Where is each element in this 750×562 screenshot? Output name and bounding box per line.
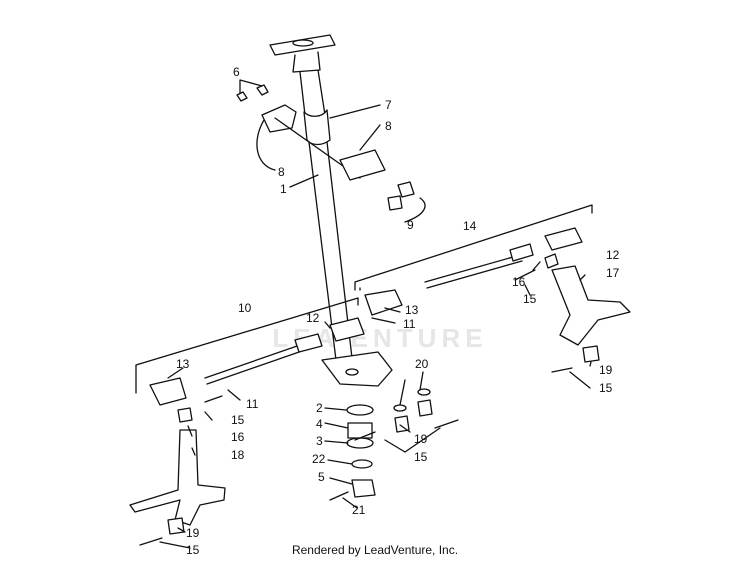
callout-16-right: 16 (512, 275, 526, 289)
callout-21: 21 (352, 503, 366, 517)
callout-19-right: 19 (599, 363, 613, 377)
callout-10: 10 (238, 301, 252, 315)
cotter-pins (139, 269, 573, 546)
callout-19-left: 19 (186, 526, 200, 540)
callout-6: 6 (233, 65, 240, 79)
callout-4: 4 (316, 417, 323, 431)
callout-3: 3 (316, 434, 323, 448)
upper-bushing-assembly (236, 84, 415, 211)
callout-13-left: 13 (176, 357, 190, 371)
callout-14: 14 (463, 219, 477, 233)
callout-12-left: 12 (306, 311, 320, 325)
callout-5: 5 (318, 470, 325, 484)
callout-13-right: 13 (405, 303, 419, 317)
callout-15-bottom-left: 15 (186, 543, 200, 557)
callout-18: 18 (231, 448, 245, 462)
nuts-and-washers (393, 388, 433, 433)
callout-17: 17 (606, 266, 620, 280)
callout-12-right: 12 (606, 248, 620, 262)
callout-8-right: 8 (385, 119, 392, 133)
callout-15-left: 15 (231, 413, 245, 427)
callout-19-center: 19 (414, 432, 428, 446)
callout-16-left: 16 (231, 430, 245, 444)
footer-credit: Rendered by LeadVenture, Inc. (291, 543, 459, 557)
callout-11-left: 11 (246, 397, 259, 411)
callout-15-right: 15 (523, 292, 537, 306)
callout-15-center: 15 (414, 450, 428, 464)
callout-labels: 6 7 8 8 1 9 14 12 17 16 15 13 11 10 12 2… (176, 65, 620, 557)
callout-22: 22 (312, 452, 326, 466)
callout-2: 2 (316, 401, 323, 415)
lower-bearing-stack (346, 404, 376, 498)
callout-9: 9 (407, 218, 414, 232)
left-tie-rod-assembly (129, 297, 365, 535)
leader-lines (159, 79, 592, 549)
steering-post (269, 34, 393, 387)
right-tie-rod-assembly (354, 204, 631, 363)
callout-11-right: 11 (403, 317, 416, 331)
callout-8-left: 8 (278, 165, 285, 179)
callout-20: 20 (415, 357, 429, 371)
callout-1: 1 (280, 182, 287, 196)
callout-15-bottom-right: 15 (599, 381, 613, 395)
callout-7: 7 (385, 98, 392, 112)
